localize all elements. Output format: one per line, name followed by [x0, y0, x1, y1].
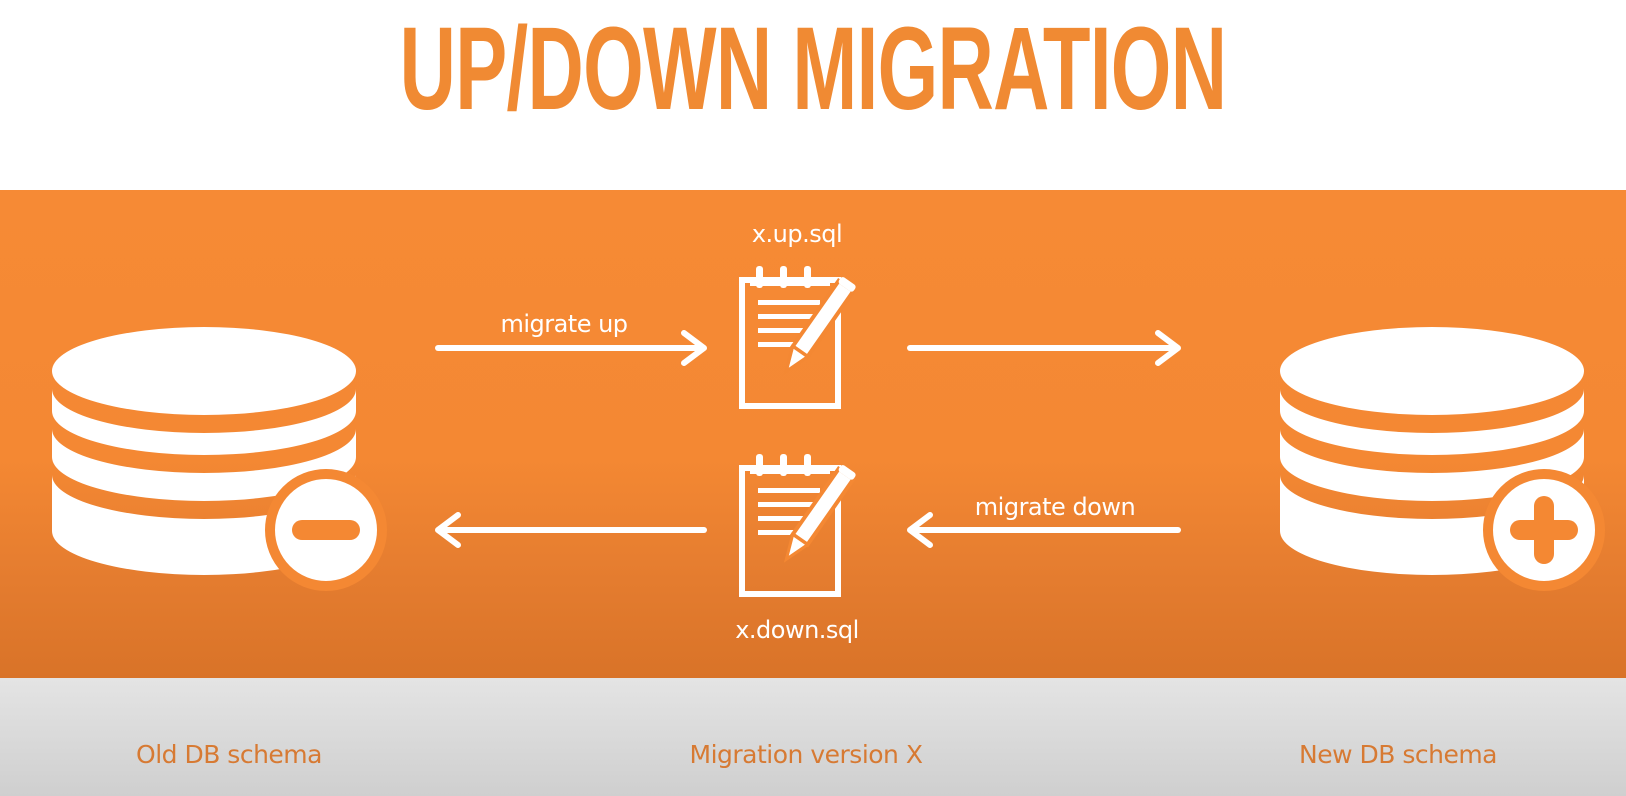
database-plus-icon	[1280, 327, 1605, 591]
title-band	[0, 0, 1626, 190]
migrate-down-arrow	[907, 512, 1181, 548]
footer-band	[0, 678, 1626, 796]
down-file-label: x.down.sql	[735, 616, 859, 644]
migrate-up-arrow	[435, 330, 707, 366]
notepad-pencil-icon	[742, 454, 857, 594]
down-to-old-arrow	[435, 512, 707, 548]
up-file-label: x.up.sql	[752, 220, 842, 248]
migrate-up-label: migrate up	[500, 310, 627, 338]
migration-diagram: x.up.sql x.down.sql migrate up migrate d…	[52, 220, 1605, 644]
slide-title: UP/DOWN MIGRATION	[399, 3, 1227, 135]
migration-version-label: Migration version X	[689, 740, 923, 769]
new-schema-label: New DB schema	[1299, 740, 1498, 769]
old-schema-label: Old DB schema	[136, 740, 322, 769]
migrate-down-label: migrate down	[975, 493, 1135, 521]
up-to-new-arrow	[907, 330, 1181, 366]
notepad-pencil-icon	[742, 266, 857, 406]
database-minus-icon	[52, 327, 387, 591]
